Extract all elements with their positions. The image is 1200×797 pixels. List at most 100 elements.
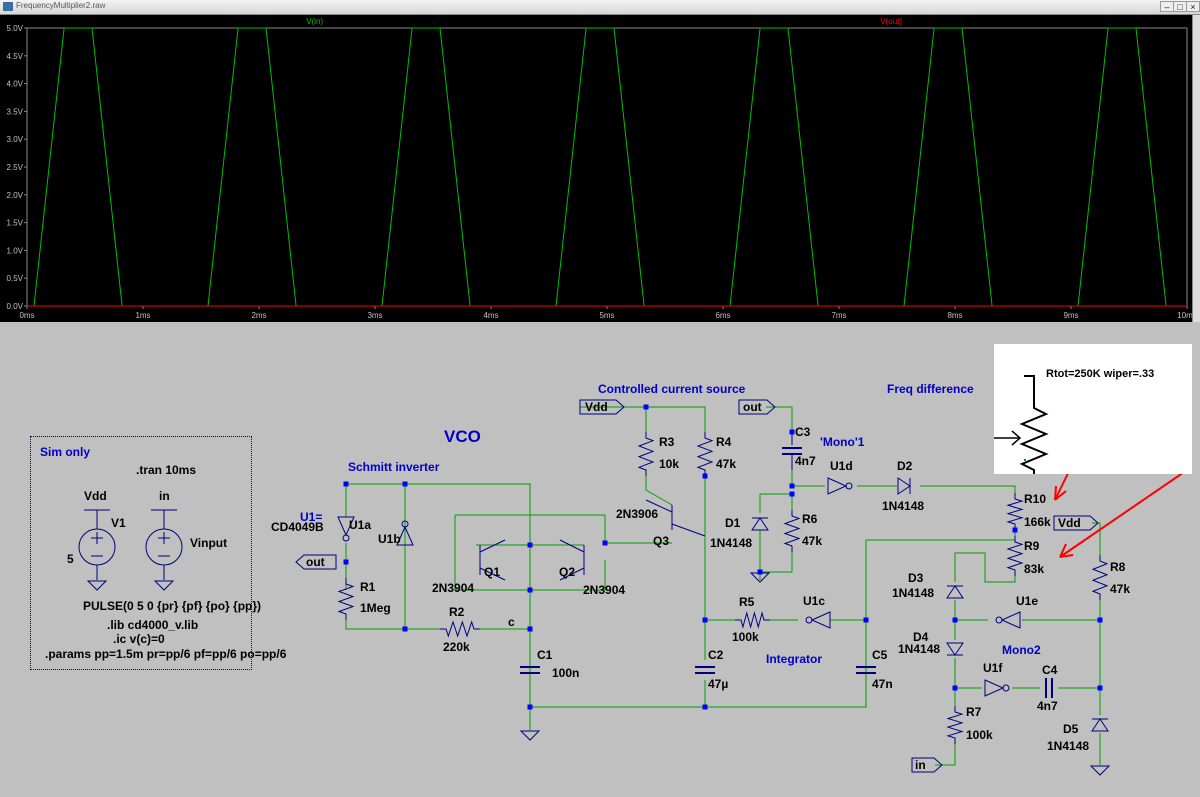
maximize-button[interactable]: □ [1173, 1, 1187, 12]
x-tick-label: 5ms [599, 311, 614, 320]
inverter-u1c-bubble [805, 616, 813, 624]
component-label: R8 [1110, 560, 1126, 574]
component-label: 47k [716, 457, 736, 471]
capacitor-c1 [520, 666, 540, 674]
component-label: 2N3906 [616, 507, 658, 521]
component-label: out [306, 555, 325, 569]
vco-heading: VCO [444, 427, 481, 446]
trace-title: V(in) [306, 17, 323, 26]
x-tick-label: 6ms [715, 311, 730, 320]
y-tick-label: 3.5V [7, 107, 24, 116]
inverter-u1a-bubble [342, 534, 350, 542]
x-tick-label: 7ms [831, 311, 846, 320]
wire [646, 406, 706, 432]
component-label: D4 [913, 630, 929, 644]
wire-junction [702, 617, 708, 623]
component-label: Q2 [559, 565, 575, 579]
component-label: R10 [1024, 492, 1046, 506]
net-flag-out [738, 399, 776, 415]
wire [580, 406, 647, 432]
freq-difference-heading: Freq difference [887, 382, 974, 396]
y-tick-label: 0.5V [7, 274, 24, 283]
component-label: Vdd [1058, 516, 1081, 530]
wire [345, 616, 405, 630]
component-label: c [508, 615, 515, 629]
component-label: 83k [1024, 562, 1044, 576]
component-label: 10k [659, 457, 679, 471]
component-label: Q3 [653, 534, 669, 548]
wire [759, 493, 793, 572]
trace-title: V(out) [880, 17, 902, 26]
component-label: 100k [966, 728, 993, 742]
component-label: R2 [449, 605, 465, 619]
y-tick-label: 4.5V [7, 52, 24, 61]
wire [954, 552, 1016, 583]
y-tick-label: 1.5V [7, 219, 24, 228]
component-label: U1d [830, 459, 853, 473]
schmitt-heading: Schmitt inverter [348, 460, 440, 474]
x-tick-label: 10ms [1177, 311, 1193, 320]
pot-inset-text: Rtot=250K wiper=.33 [1046, 368, 1155, 380]
y-tick-label: 5.0V [7, 24, 24, 33]
resistor-r4 [696, 432, 714, 476]
y-tick-label: 0.0V [7, 302, 24, 311]
x-tick-label: 1ms [135, 311, 150, 320]
window-titlebar: FrequencyMultiplier2.raw – □ × [0, 0, 1200, 15]
resistor-r8 [1091, 555, 1109, 600]
series-line-V(in) [27, 27, 1187, 307]
x-tick-label: 4ms [483, 311, 498, 320]
wire [954, 658, 1100, 689]
pot-resistor-icon [1019, 375, 1049, 474]
diode-d2 [897, 477, 911, 495]
component-label: U1b [378, 532, 401, 546]
wire-junction [789, 483, 795, 489]
component-label: R1 [360, 580, 376, 594]
component-label: D1 [725, 516, 741, 530]
resistor-r10 [1006, 493, 1024, 530]
component-label: R3 [659, 435, 675, 449]
component-label: R6 [802, 512, 818, 526]
component-label: out [743, 400, 762, 414]
wire-junction [1012, 527, 1018, 533]
resistor-r2 [440, 620, 480, 638]
capacitor-c5 [856, 666, 876, 674]
x-tick-label: 2ms [251, 311, 266, 320]
capacitor-c2 [695, 666, 715, 674]
wire [759, 550, 793, 580]
inverter-u1b [396, 525, 414, 546]
wire-junction [343, 559, 349, 565]
wire-junction [527, 542, 533, 548]
resistor-r3 [637, 432, 655, 476]
x-tick-label: 0ms [19, 311, 34, 320]
wire-junction [757, 569, 763, 575]
ground-symbol [1089, 765, 1111, 776]
y-tick-label: 2.5V [7, 163, 24, 172]
plot-scrollbar[interactable] [1192, 15, 1200, 322]
component-label: 4n7 [795, 454, 816, 468]
wire-junction [952, 617, 958, 623]
close-button[interactable]: × [1186, 1, 1200, 12]
component-label: 2N3904 [432, 581, 474, 595]
wire-junction [952, 685, 958, 691]
component-label: 47n [872, 677, 893, 691]
resistor-r5 [735, 611, 770, 629]
wire-junction [527, 587, 533, 593]
potentiometer-inset: Rtot=250K wiper=.33 [994, 344, 1192, 474]
minimize-button[interactable]: – [1160, 1, 1174, 12]
waveform-plot[interactable]: 0.0V0.5V1.0V1.5V2.0V2.5V3.0V3.5V4.0V4.5V… [0, 15, 1193, 322]
component-label: D2 [897, 459, 913, 473]
component-label: 47k [1110, 582, 1130, 596]
mono1-heading: 'Mono'1 [820, 435, 865, 449]
inverter-u1e-bubble [995, 616, 1003, 624]
component-label: R7 [966, 705, 982, 719]
net-flag-vdd [1053, 515, 1099, 531]
inverter-u1e [1000, 611, 1021, 629]
component-label: 1N4148 [882, 499, 924, 513]
wire-junction [602, 540, 608, 546]
component-label: 4n7 [1037, 699, 1058, 713]
component-label: 100n [552, 666, 579, 680]
wire [346, 483, 867, 708]
component-label: C1 [537, 648, 553, 662]
component-label: U1c [803, 594, 825, 608]
